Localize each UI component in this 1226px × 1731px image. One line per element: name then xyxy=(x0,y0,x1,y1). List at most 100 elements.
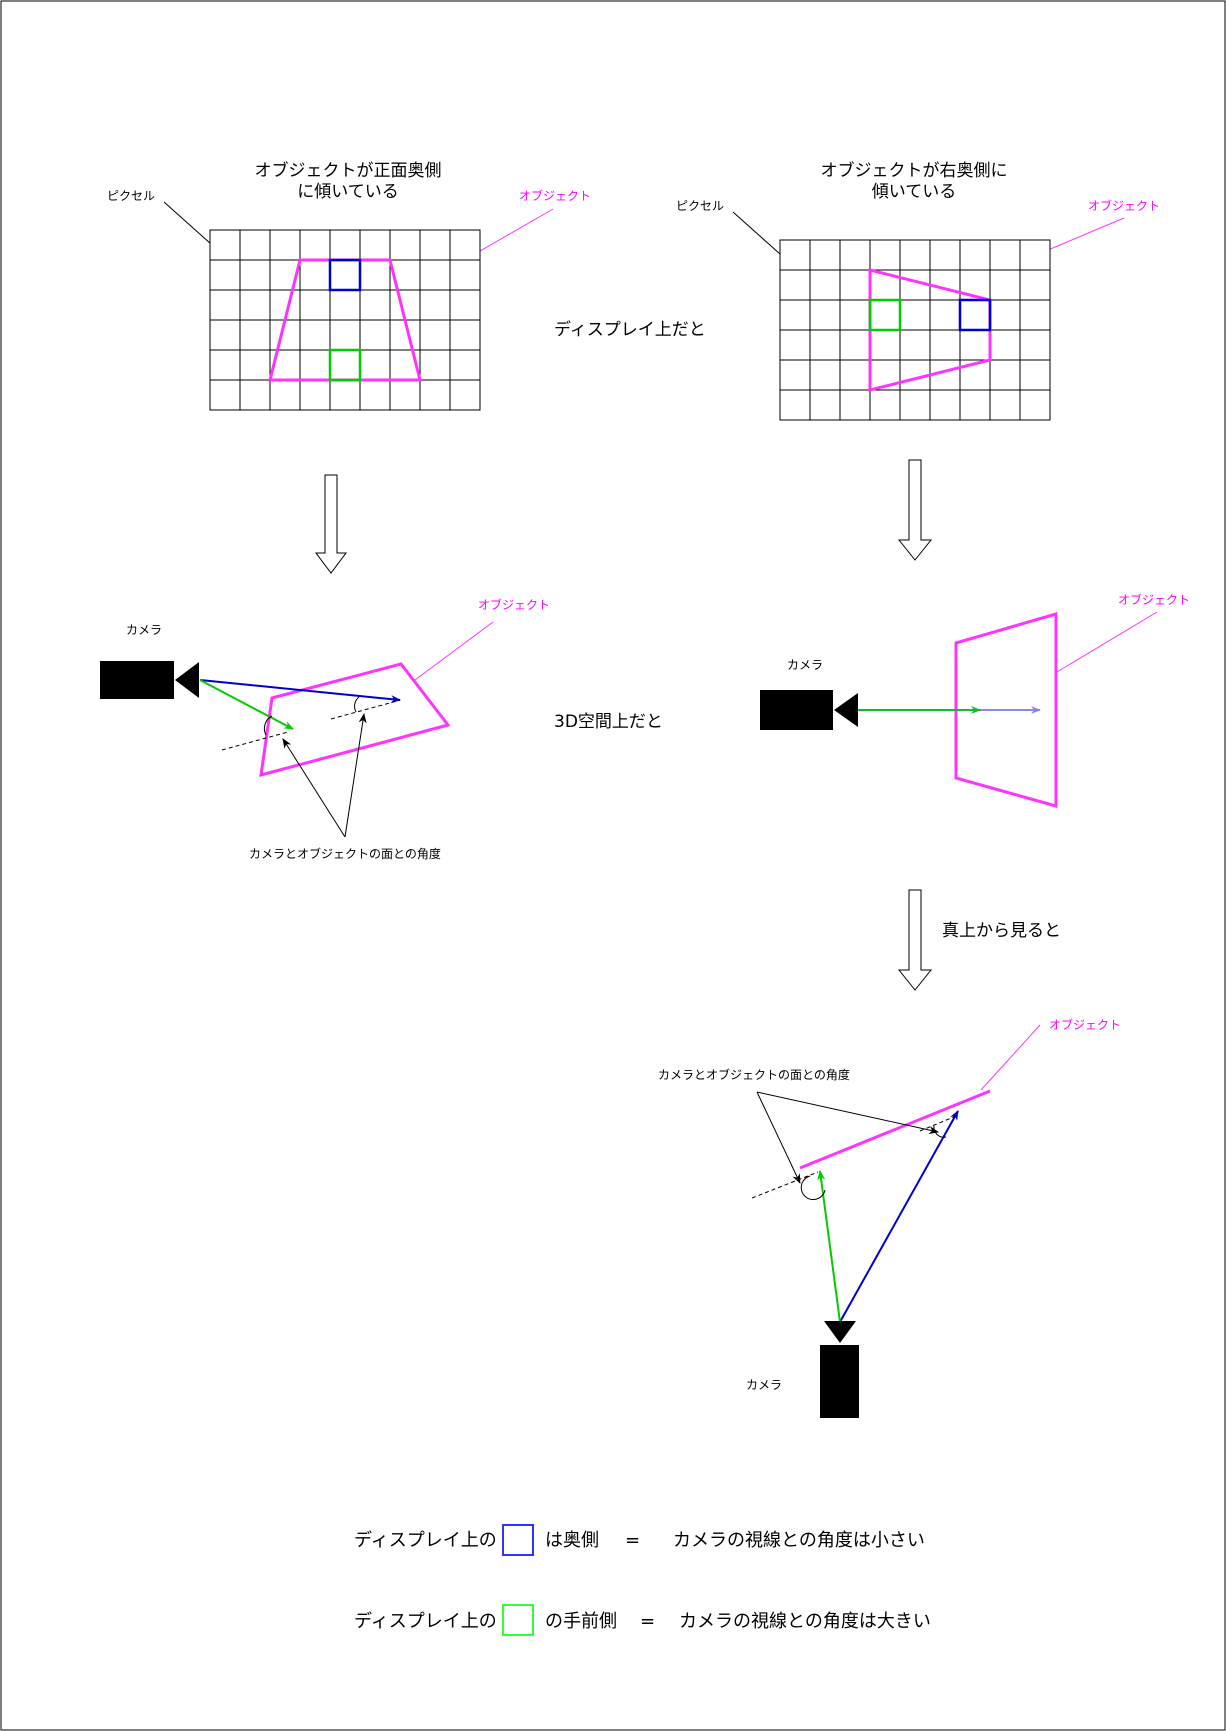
left-blue-pixel xyxy=(328,258,362,292)
pixel-cell xyxy=(869,299,901,331)
display-label: ディスプレイ上だと xyxy=(554,319,706,340)
left-down-arrow xyxy=(315,474,347,574)
legend-row1-prefix: ディスプレイ上の xyxy=(354,1530,497,1551)
right-pixel-grid xyxy=(779,239,1051,421)
left-object-3d-leader xyxy=(414,621,494,681)
pixel-cell xyxy=(899,329,931,361)
pixel-cell xyxy=(899,299,931,331)
pixel-cell xyxy=(269,379,301,411)
pixel-cell xyxy=(449,379,481,411)
legend-row2-prefix: ディスプレイ上の xyxy=(354,1611,497,1632)
pixel-cell xyxy=(419,379,451,411)
legend-row1-result: カメラの視線との角度は小さい xyxy=(673,1530,925,1551)
left-blue-ray xyxy=(199,679,401,704)
pixel-cell xyxy=(869,329,901,361)
pixel-cell xyxy=(449,259,481,291)
pixel-cell xyxy=(449,319,481,351)
pixel-cell xyxy=(779,359,811,391)
pixel-cell xyxy=(1019,239,1051,271)
pixel-cell xyxy=(779,239,811,271)
pixel-cell xyxy=(779,299,811,331)
pixel-cell xyxy=(839,329,871,361)
left-title-line2: に傾いている xyxy=(297,182,399,202)
pixel-cell xyxy=(389,379,421,411)
pixel-cell xyxy=(779,329,811,361)
pixel-cell xyxy=(209,319,241,351)
pixel-cell xyxy=(329,229,361,261)
left-camera-label: カメラ xyxy=(126,623,162,637)
pixel-cell xyxy=(359,379,391,411)
left-blue-normal xyxy=(330,700,398,720)
pixel-cell xyxy=(839,269,871,301)
pixel-cell xyxy=(449,229,481,261)
pixel-cell xyxy=(209,259,241,291)
pixel-cell xyxy=(899,239,931,271)
right-object-label: オブジェクト xyxy=(1088,198,1160,213)
left-title-line1: オブジェクトが正面奥側 xyxy=(255,160,442,181)
pixel-cell xyxy=(809,359,841,391)
pixel-cell xyxy=(389,229,421,261)
right-camera-label: カメラ xyxy=(787,658,823,672)
left-angle-label: カメラとオブジェクトの面との角度 xyxy=(249,846,441,861)
pixel-cell xyxy=(239,229,271,261)
pixel-cell xyxy=(329,379,361,411)
right-camera-lens xyxy=(834,693,858,727)
left-angle-pointer-1 xyxy=(282,738,346,838)
pixel-cell xyxy=(779,269,811,301)
pixel-cell xyxy=(419,229,451,261)
pixel-cell xyxy=(299,229,331,261)
pixel-cell xyxy=(329,289,361,321)
pixel-cell xyxy=(359,319,391,351)
pixel-cell xyxy=(989,299,1021,331)
legend-row2-result: カメラの視線との角度は大きい xyxy=(679,1611,931,1632)
pixel-cell xyxy=(419,259,451,291)
pixel-cell xyxy=(809,269,841,301)
left-object-label-3d: オブジェクト xyxy=(478,597,550,612)
top-camera-lens xyxy=(824,1321,856,1343)
pixel-cell xyxy=(839,299,871,331)
pixel-cell xyxy=(269,229,301,261)
pixel-cell xyxy=(809,389,841,421)
pixel-cell xyxy=(809,239,841,271)
left-angle-arc-green xyxy=(263,715,273,736)
right-title-line2: 傾いている xyxy=(872,182,957,202)
left-green-ray xyxy=(199,679,294,730)
legend-green-swatch xyxy=(502,1604,534,1636)
left-angle-arc-blue xyxy=(354,696,360,713)
left-object-3d-plane xyxy=(259,662,451,778)
pixel-cell xyxy=(809,299,841,331)
right-object-label-top: オブジェクト xyxy=(1049,1017,1121,1032)
pixel-cell xyxy=(869,239,901,271)
pixel-cell xyxy=(959,389,991,421)
right-pixel-leader xyxy=(732,211,781,255)
topview-label: 真上から見ると xyxy=(942,921,1061,941)
legend-row1-eq: = xyxy=(625,1530,640,1551)
pixel-cell xyxy=(299,289,331,321)
top-green-normal xyxy=(751,1171,819,1199)
pixel-cell xyxy=(989,359,1021,391)
right-object-3d-leader xyxy=(1056,611,1158,673)
pixel-cell xyxy=(209,289,241,321)
right-down-arrow-2 xyxy=(897,889,933,991)
legend-row2-suffix: の手前側 xyxy=(545,1611,617,1632)
legend-row2-eq: = xyxy=(640,1611,655,1632)
pixel-cell xyxy=(839,239,871,271)
right-object-3d-plane xyxy=(954,612,1058,808)
top-angle-pointer-1 xyxy=(756,1091,801,1184)
legend-row1-suffix: は奥側 xyxy=(545,1530,599,1551)
top-blue-ray xyxy=(839,1110,959,1323)
pixel-cell xyxy=(839,359,871,391)
pixel-cell xyxy=(299,379,331,411)
pixel-cell xyxy=(869,389,901,421)
right-green-pixel xyxy=(868,298,902,332)
right-object-top-line xyxy=(799,1089,991,1170)
pixel-cell xyxy=(1019,359,1051,391)
pixel-cell xyxy=(359,349,391,381)
right-camera-body xyxy=(760,690,833,730)
left-camera-body xyxy=(100,661,174,699)
top-camera-label: カメラ xyxy=(746,1378,782,1392)
left-pixel-grid xyxy=(209,229,481,411)
pixel-cell xyxy=(959,299,991,331)
